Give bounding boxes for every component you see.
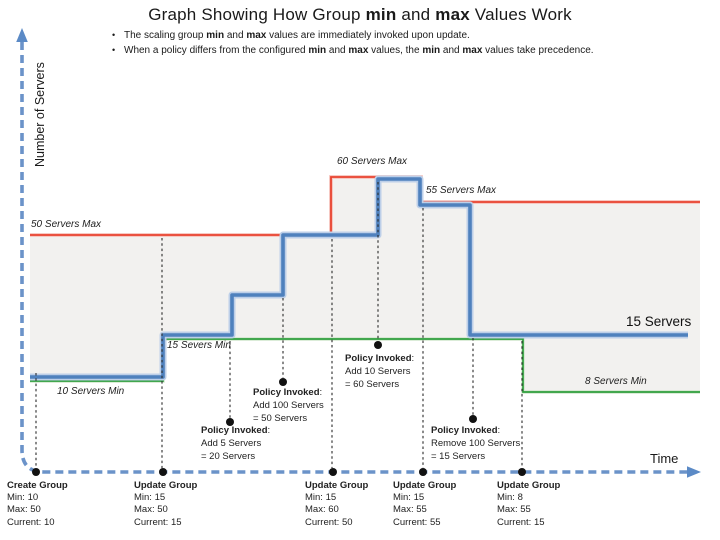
event-5-current: Current: 15	[497, 516, 545, 528]
policy-1-line2: = 20 Servers	[201, 451, 256, 462]
note-1-text: The scaling group	[124, 30, 207, 41]
title-min: min	[365, 5, 397, 24]
policy-4-colon: :	[497, 425, 501, 436]
event-3-min: Min: 15	[305, 492, 337, 504]
policy-2-title: Policy Invoked	[253, 387, 320, 398]
event-2-current: Current: 15	[134, 516, 182, 528]
note-2-max: max	[348, 45, 369, 56]
label-50-servers-max: 50 Servers Max	[31, 219, 102, 230]
note-2: When a policy differs from the configure…	[112, 43, 594, 58]
note-2-max2: max	[462, 45, 483, 56]
event-4-max: Max: 55	[393, 504, 427, 516]
note-1-text3: values are immediately invoked upon upda…	[266, 30, 470, 41]
title-text-end: Values Work	[469, 5, 572, 24]
event-5-min: Min: 8	[497, 492, 523, 504]
label-60-servers-max: 60 Servers Max	[337, 156, 408, 167]
policy-2-line2: = 50 Servers	[253, 413, 308, 424]
policy-3-colon: :	[411, 353, 415, 364]
policy-4-line1: Remove 100 Servers	[431, 438, 521, 449]
event-4-name: Update Group	[393, 480, 457, 491]
note-2-min2: min	[422, 45, 441, 56]
policy-1-colon: :	[267, 425, 271, 436]
note-1: The scaling group min and max values are…	[112, 28, 594, 43]
note-2-min: min	[308, 45, 327, 56]
policy-3-line2: = 60 Servers	[345, 379, 400, 390]
event-5-name: Update Group	[497, 480, 561, 491]
event-4-current: Current: 55	[393, 516, 441, 528]
event-1-max: Max: 50	[7, 504, 41, 516]
event-3-max: Max: 60	[305, 504, 339, 516]
policy-4-line2: = 15 Servers	[431, 451, 486, 462]
min-line	[30, 338, 700, 393]
note-2-text4: and	[440, 45, 463, 56]
note-1-min: min	[206, 30, 225, 41]
policy-2-line1: Add 100 Servers	[253, 400, 324, 411]
note-1-text2: and	[224, 30, 247, 41]
dot-update-1	[159, 468, 167, 476]
event-dots	[32, 341, 526, 476]
dot-update-2	[329, 468, 337, 476]
dot-policy-1	[226, 418, 234, 426]
dot-policy-4	[469, 415, 477, 423]
note-2-text: When a policy differs from the configure…	[124, 45, 309, 56]
policy-3-line1: Add 10 Servers	[345, 366, 411, 377]
dot-policy-2	[279, 378, 287, 386]
label-10-servers-min: 10 Servers Min	[57, 386, 125, 397]
event-update-group-2: Update Group Min: 15 Max: 60 Current: 50	[305, 480, 368, 529]
policy-annotation-3: Policy Invoked: Add 10 Servers = 60 Serv…	[345, 352, 414, 391]
current-line	[30, 177, 688, 379]
event-1-name: Create Group	[7, 480, 68, 491]
event-2-max: Max: 50	[134, 504, 168, 516]
event-1-min: Min: 10	[7, 492, 39, 504]
x-axis-arrow-icon	[687, 466, 701, 478]
label-15-servers-min: 15 Severs Min	[167, 340, 231, 351]
x-axis-label: Time	[650, 451, 679, 466]
title-max: max	[435, 5, 470, 24]
dot-update-4	[518, 468, 526, 476]
event-create-group: Create Group Min: 10 Max: 50 Current: 10	[7, 480, 68, 529]
policy-annotation-1: Policy Invoked: Add 5 Servers = 20 Serve…	[201, 424, 270, 463]
event-update-group-1: Update Group Min: 15 Max: 50 Current: 15	[134, 480, 197, 529]
label-15-servers-current: 15 Servers	[626, 314, 692, 329]
policy-1-line1: Add 5 Servers	[201, 438, 262, 449]
event-3-name: Update Group	[305, 480, 369, 491]
event-update-group-4: Update Group Min: 8 Max: 55 Current: 15	[497, 480, 560, 529]
event-3-current: Current: 50	[305, 516, 353, 528]
y-axis-arrow-icon	[16, 28, 28, 42]
policy-1-title: Policy Invoked	[201, 425, 268, 436]
y-axis-label: Number of Servers	[33, 62, 47, 167]
dot-policy-3	[374, 341, 382, 349]
event-5-max: Max: 55	[497, 504, 531, 516]
event-connector-lines	[35, 182, 523, 468]
policy-annotation-4: Policy Invoked: Remove 100 Servers = 15 …	[431, 424, 520, 463]
event-1-current: Current: 10	[7, 516, 55, 528]
policy-3-title: Policy Invoked	[345, 353, 412, 364]
dot-create-group	[32, 468, 40, 476]
event-2-min: Min: 15	[134, 492, 166, 504]
event-update-group-3: Update Group Min: 15 Max: 55 Current: 55	[393, 480, 456, 529]
event-2-name: Update Group	[134, 480, 198, 491]
title-text-mid: and	[396, 5, 436, 24]
axes-line	[20, 42, 687, 474]
note-2-text2: and	[326, 45, 349, 56]
note-1-max: max	[246, 30, 267, 41]
page-title: Graph Showing How Group min and max Valu…	[0, 5, 720, 25]
label-55-servers-max: 55 Servers Max	[426, 185, 497, 196]
note-2-text5: values take precedence.	[482, 45, 594, 56]
policy-4-title: Policy Invoked	[431, 425, 498, 436]
label-8-servers-min: 8 Servers Min	[585, 376, 647, 387]
policy-2-colon: :	[319, 387, 323, 398]
dot-update-3	[419, 468, 427, 476]
notes: The scaling group min and max values are…	[112, 28, 594, 58]
title-text: Graph Showing How Group	[148, 5, 366, 24]
event-4-min: Min: 15	[393, 492, 425, 504]
policy-annotation-2: Policy Invoked: Add 100 Servers = 50 Ser…	[253, 386, 324, 425]
note-2-text3: values, the	[368, 45, 423, 56]
